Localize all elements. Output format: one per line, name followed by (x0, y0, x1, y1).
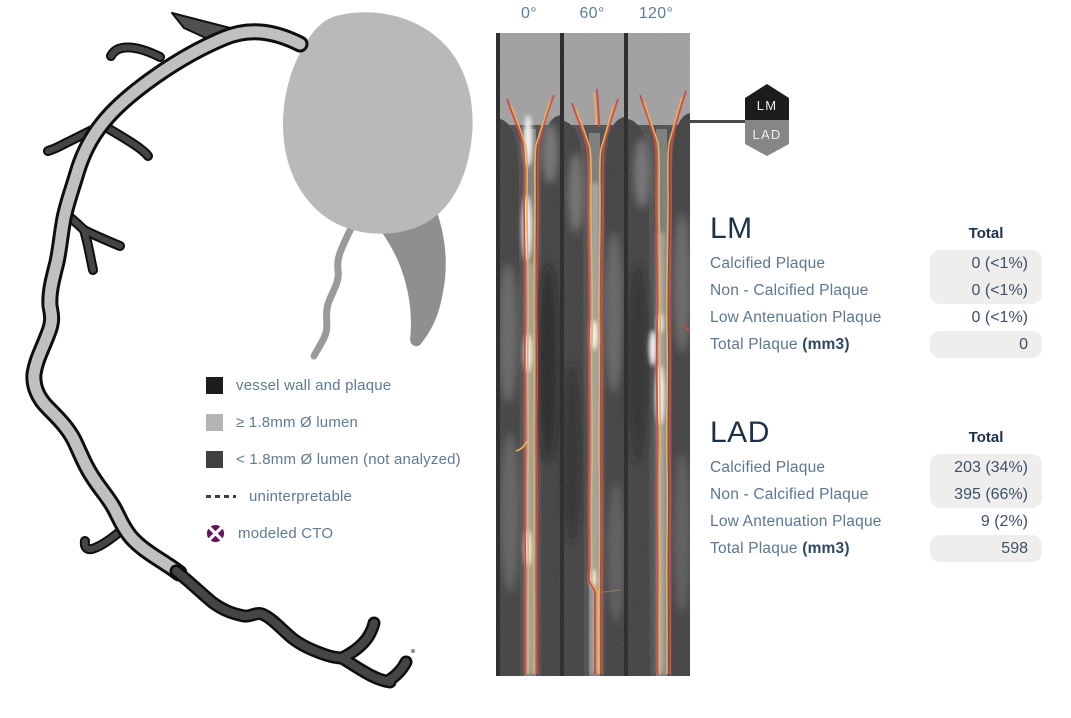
badge-bottom-hex (745, 120, 789, 156)
row-label: Total Plaque (mm3) (710, 335, 850, 353)
dashed-line-icon (206, 495, 236, 498)
vessel-wall-swatch-icon (206, 377, 223, 394)
row-label: Total Plaque (mm3) (710, 539, 850, 557)
angle-label-0: 0° (521, 5, 537, 22)
badge-top-label: LM (757, 98, 777, 113)
row-value: 0 (<1%) (930, 277, 1042, 304)
side-branches (43, 42, 165, 555)
legend-item-uninterpretable: uninterpretable (206, 488, 461, 505)
legend-item-lumen: ≥ 1.8mm Ø lumen (206, 414, 461, 431)
table-title-lm: LM (710, 212, 753, 245)
badge-connector-line (688, 120, 746, 123)
table-row: Low Antenuation Plaque 0 (<1%) (710, 304, 1042, 331)
ct-vessel-panels[interactable] (496, 33, 690, 676)
table-row: Calcified Plaque 0 (<1%) (710, 250, 1042, 277)
lad-plaque-table: LAD Total Calcified Plaque 203 (34%) Non… (710, 418, 1042, 562)
lm-plaque-table: LM Total Calcified Plaque 0 (<1%) Non - … (710, 214, 1042, 358)
table-title-lad: LAD (710, 416, 770, 449)
table-row: Non - Calcified Plaque 0 (<1%) (710, 277, 1042, 304)
row-value: 0 (<1%) (971, 309, 1028, 326)
modeled-cto-icon (206, 524, 225, 543)
row-label: Calcified Plaque (710, 458, 826, 476)
ct-angle-labels: 0° 60° 120° (496, 5, 690, 29)
row-value: 395 (66%) (930, 481, 1042, 508)
legend-label: vessel wall and plaque (236, 377, 392, 394)
aorta-blob (282, 12, 473, 234)
ct-noise-overlay (496, 33, 690, 676)
not-analyzed-swatch-icon (206, 451, 223, 468)
row-label: Non - Calcified Plaque (710, 281, 869, 299)
vessel-badge[interactable]: LM LAD (744, 82, 790, 158)
total-column-header: Total (968, 429, 1004, 446)
row-label: Calcified Plaque (710, 254, 826, 272)
vessel-gray-right (358, 199, 446, 347)
table-row: Total Plaque (mm3) 0 (710, 331, 1042, 358)
row-label: Low Antenuation Plaque (710, 308, 882, 326)
map-dot (411, 649, 415, 653)
row-value: 203 (34%) (930, 454, 1042, 481)
table-row: Calcified Plaque 203 (34%) (710, 454, 1042, 481)
total-column-header: Total (968, 225, 1004, 242)
legend-item-vessel-wall: vessel wall and plaque (206, 377, 461, 394)
table-row: Total Plaque (mm3) 598 (710, 535, 1042, 562)
legend-label: modeled CTO (238, 525, 334, 542)
vessel-gray-squiggle (310, 222, 356, 360)
coronary-tree-map[interactable] (0, 0, 495, 718)
lumen-swatch-icon (206, 414, 223, 431)
table-row: Low Antenuation Plaque 9 (2%) (710, 508, 1042, 535)
legend-item-modeled-cto: modeled CTO (206, 524, 461, 543)
badge-top-hex (745, 84, 789, 120)
angle-label-60: 60° (579, 5, 605, 22)
badge-bottom-label: LAD (753, 127, 782, 142)
main-vessel (25, 23, 309, 582)
legend-label: ≥ 1.8mm Ø lumen (236, 414, 359, 431)
map-legend: vessel wall and plaque ≥ 1.8mm Ø lumen <… (206, 377, 461, 562)
row-value: 0 (<1%) (930, 250, 1042, 277)
row-value: 598 (930, 535, 1042, 562)
row-label: Non - Calcified Plaque (710, 485, 869, 503)
legend-label: uninterpretable (249, 488, 353, 505)
angle-label-120: 120° (638, 5, 674, 22)
legend-item-not-analyzed: < 1.8mm Ø lumen (not analyzed) (206, 451, 461, 468)
row-value: 0 (930, 331, 1042, 358)
legend-label: < 1.8mm Ø lumen (not analyzed) (236, 451, 461, 468)
distal-dark-vessel (169, 564, 413, 689)
row-value: 9 (2%) (980, 513, 1028, 530)
table-row: Non - Calcified Plaque 395 (66%) (710, 481, 1042, 508)
coronary-tree-svg (25, 12, 473, 689)
row-label: Low Antenuation Plaque (710, 512, 882, 530)
